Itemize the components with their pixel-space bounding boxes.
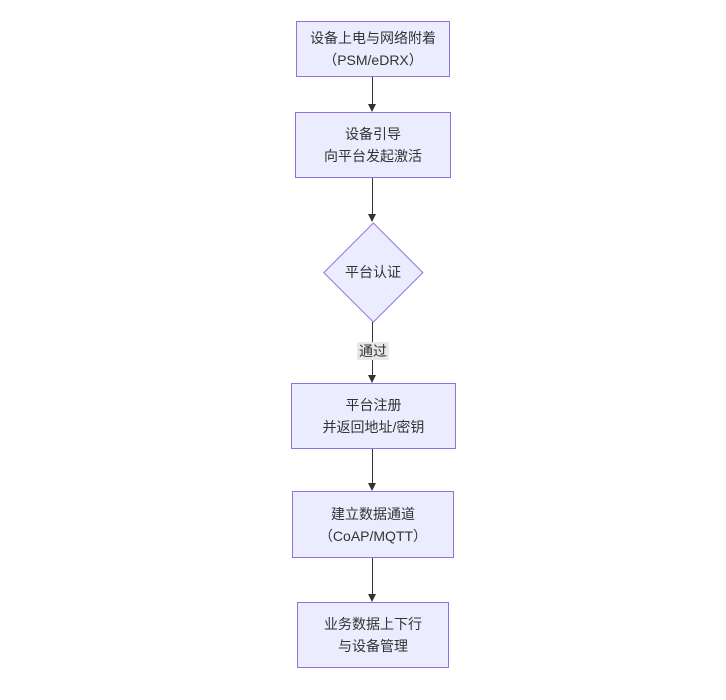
node-device-bootstrap-activate: 设备引导 向平台发起激活 xyxy=(295,112,451,178)
edge-line-a-b xyxy=(372,77,373,105)
node-establish-data-channel: 建立数据通道 （CoAP/MQTT） xyxy=(292,491,454,558)
node-text-line: （PSM/eDRX） xyxy=(323,52,423,68)
node-text-line: 向平台发起激活 xyxy=(324,148,422,164)
node-text-line: 建立数据通道 xyxy=(331,505,415,522)
node-text-line: （CoAP/MQTT） xyxy=(318,527,428,544)
arrowhead-icon xyxy=(368,214,376,222)
node-text-line: 平台认证 xyxy=(345,264,401,280)
edge-line-d-e xyxy=(372,449,373,484)
node-text-line: 设备上电与网络附着 xyxy=(310,30,436,46)
node-text-line: 业务数据上下行 xyxy=(324,616,422,632)
edge-line-b-c xyxy=(372,178,373,215)
node-platform-register: 平台注册 并返回地址/密钥 xyxy=(291,383,456,449)
node-text-line: 与设备管理 xyxy=(338,638,408,654)
edge-line-e-f xyxy=(372,558,373,595)
node-device-power-network-attach: 设备上电与网络附着 （PSM/eDRX） xyxy=(296,21,450,77)
node-text-line: 并返回地址/密钥 xyxy=(322,419,425,435)
arrowhead-icon xyxy=(368,104,376,112)
edge-label-pass: 通过 xyxy=(357,342,389,360)
arrowhead-icon xyxy=(368,594,376,602)
arrowhead-icon xyxy=(368,483,376,491)
arrowhead-icon xyxy=(368,375,376,383)
decision-platform-auth: 平台认证 xyxy=(323,222,423,322)
node-text-line: 设备引导 xyxy=(345,126,401,142)
node-text-line: 平台注册 xyxy=(345,397,402,413)
node-business-data-device-mgmt: 业务数据上下行 与设备管理 xyxy=(297,602,449,668)
